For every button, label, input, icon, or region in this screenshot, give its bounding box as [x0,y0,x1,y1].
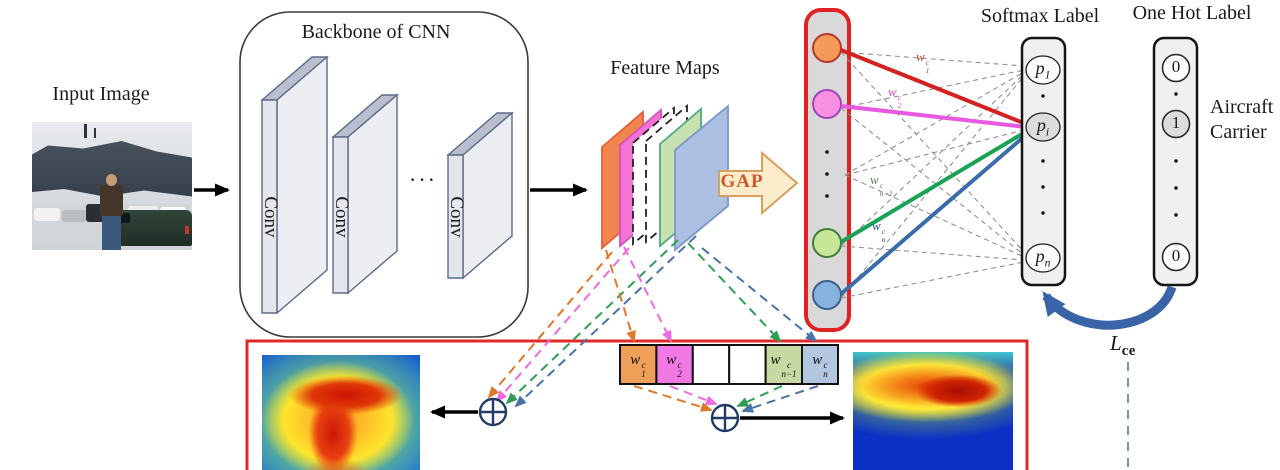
softmax-column-title: Softmax Label [980,5,1100,27]
cam-heatmap-right [853,352,1013,470]
person-head [106,174,117,186]
feature-maps-label: Feature Maps [610,57,720,79]
loss-label: Lce [1110,331,1136,360]
weight-to-sum-arrows [633,385,819,413]
conv-ellipsis: ··· [409,167,437,192]
weight-box-blank2 [728,344,767,385]
conv-layer-slabs [260,55,514,315]
person-legs [102,216,121,250]
class-name-line2: Carrier [1210,121,1267,143]
one-hot-value-top: 0 [1171,57,1181,76]
conv-label-1: Conv [259,196,281,238]
weight-line-w1 [840,48,1027,126]
feature-node-pink [812,89,842,119]
class-weight-connections [839,48,1029,296]
gap-vector-box [804,8,851,332]
one-hot-value-middle: 1 [1171,113,1181,132]
sum-symbol-right [710,403,740,433]
cam-heatmap-left [262,355,420,470]
loss-curved-arrow [1042,285,1177,330]
feature-node-blue [812,280,842,310]
truck-taillight [185,226,189,234]
softmax-p1-label: p1 [1035,58,1051,82]
carrier-mast [84,124,87,138]
fc-dashed-connections [840,51,1025,299]
conv-label-2: Conv [330,196,352,238]
feature-node-green [812,228,842,258]
class-name-line1: Aircraft [1210,96,1274,118]
gap-label: GAP [720,171,764,192]
cam-weighted-sum-arrows-left [487,235,697,408]
weight-line-wn1 [839,129,1029,244]
sum-symbols [478,397,740,433]
carrier-mast [94,128,96,138]
conv-label-3: Conv [445,196,467,238]
softmax-pi-label: pi [1036,115,1050,139]
input-image-photo [32,122,192,250]
car-shape [34,208,60,221]
one-hot-column-title: One Hot Label [1132,2,1252,24]
feature-node-orange [812,33,842,63]
feature-to-weight-arrows [605,242,818,343]
person-torso [100,185,123,216]
weight-box-blank1 [691,344,731,385]
feature-map-sheets [601,104,729,252]
car-shape [62,210,86,222]
weight-line-wn [839,132,1029,296]
sum-symbol-left [478,397,508,427]
backbone-label: Backbone of CNN [301,21,451,43]
one-hot-value-bottom: 0 [1171,246,1181,265]
backbone-box [239,11,529,338]
weight-line-w2 [840,104,1027,129]
input-image-label: Input Image [52,83,150,105]
softmax-pn-label: pn [1035,246,1051,270]
